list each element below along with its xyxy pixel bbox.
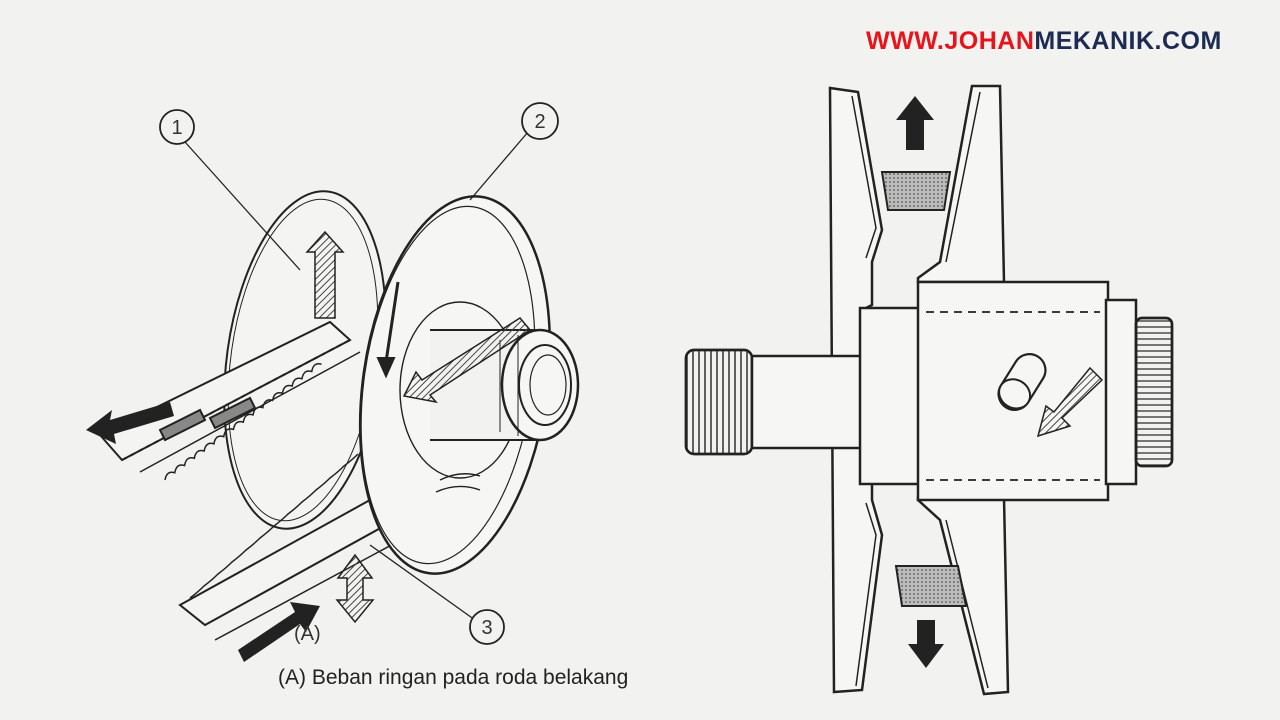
- arrow-up-disc-1: [305, 230, 345, 319]
- arrow-updown: [335, 553, 375, 624]
- arrow-down: [908, 620, 944, 668]
- left-caption: (A) Beban ringan pada roda belakang: [278, 666, 628, 689]
- shaft: [750, 354, 864, 450]
- callout-2: [521, 102, 559, 140]
- callout-3: [469, 609, 505, 645]
- belt-bottom: [894, 565, 968, 607]
- belt-top: [880, 171, 952, 211]
- shaft-spline-left: [684, 348, 754, 456]
- callout-1-label: 1: [171, 117, 182, 139]
- shaft-spline-right: [1134, 316, 1174, 468]
- right-pulley-cross-section: [684, 84, 1174, 696]
- belt-upper: [98, 320, 361, 481]
- watermark-navy: MEKANIK.COM: [1034, 27, 1222, 55]
- callout-2-label: 2: [534, 111, 545, 133]
- arrow-up: [896, 96, 934, 150]
- left-pulley-diagram: [86, 102, 580, 662]
- inner-hub: [858, 306, 930, 486]
- arrow-belt-in: [238, 602, 320, 662]
- arrow-belt-out: [86, 402, 174, 444]
- callout-3-label: 3: [481, 617, 492, 639]
- arrow-diagonal: [1036, 366, 1104, 438]
- arrow-label-a: (A): [294, 623, 321, 645]
- callout-1: [159, 109, 195, 145]
- end-cap: [1104, 298, 1138, 486]
- slot-pin: [997, 353, 1047, 411]
- watermark-red: WWW.JOHAN: [866, 27, 1035, 55]
- watermark: WWW.JOHANMEKANIK.COM: [866, 27, 1222, 56]
